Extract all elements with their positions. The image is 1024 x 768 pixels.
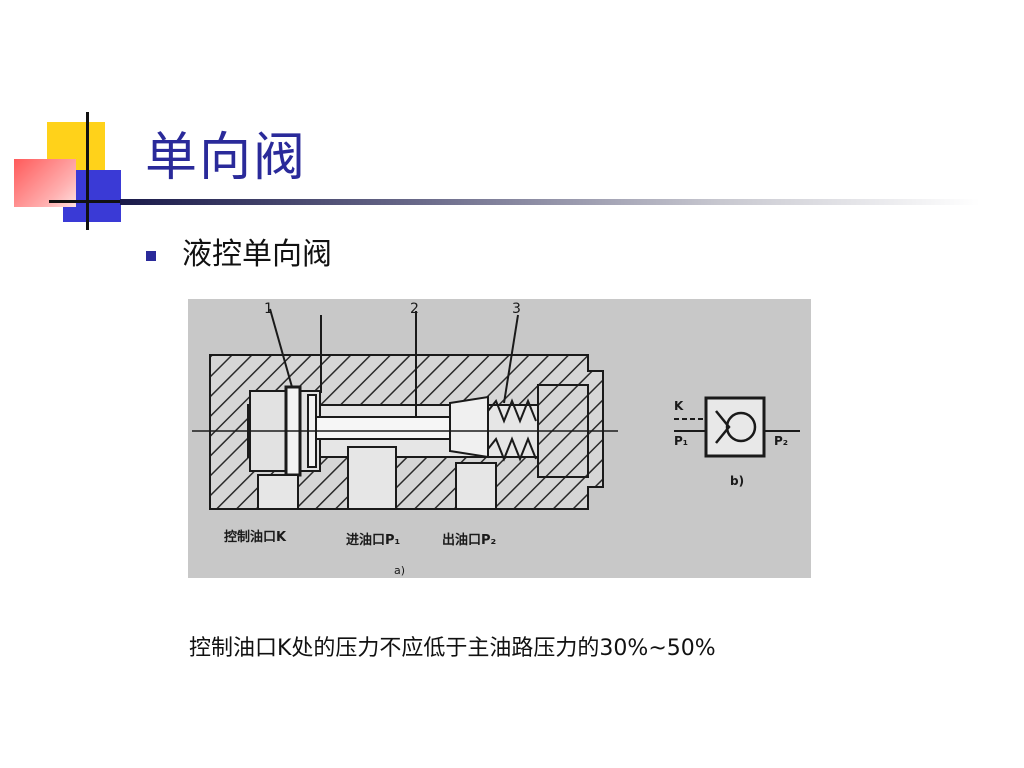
symbol-label-p1: P₁: [674, 434, 688, 448]
valve-diagram: 1 2 3 控制油口K 进油口P₁ 出油口P₂ a) K P₁ P₂ b): [192, 301, 800, 577]
bullet-text: 液控单向阀: [182, 237, 332, 272]
part-label-2: 2: [410, 301, 419, 317]
sub-label-a: a): [394, 564, 405, 577]
valve-figure: 1 2 3 控制油口K 进油口P₁ 出油口P₂ a) K P₁ P₂ b): [188, 299, 811, 578]
symbol-label-k: K: [674, 399, 684, 413]
part-label-3: 3: [512, 301, 521, 317]
port-label-control: 控制油口K: [224, 529, 287, 545]
decor-pink-block: [14, 159, 76, 207]
bullet-square-icon: [146, 251, 156, 261]
sub-label-b: b): [730, 474, 744, 488]
symbol-label-p2: P₂: [774, 434, 788, 448]
valve-symbol: [674, 396, 800, 458]
port-label-inlet: 进油口P₁: [346, 532, 400, 548]
decor-horizontal-line: [49, 200, 145, 203]
title-underline: [120, 199, 980, 205]
port-label-outlet: 出油口P₂: [442, 532, 496, 548]
valve-body: [192, 308, 618, 510]
decor-vertical-line: [86, 112, 89, 230]
slide-title: 单向阀: [145, 128, 308, 188]
part-label-1: 1: [264, 301, 273, 317]
caption-text: 控制油口K处的压力不应低于主油路压力的30%~50%: [189, 636, 716, 661]
